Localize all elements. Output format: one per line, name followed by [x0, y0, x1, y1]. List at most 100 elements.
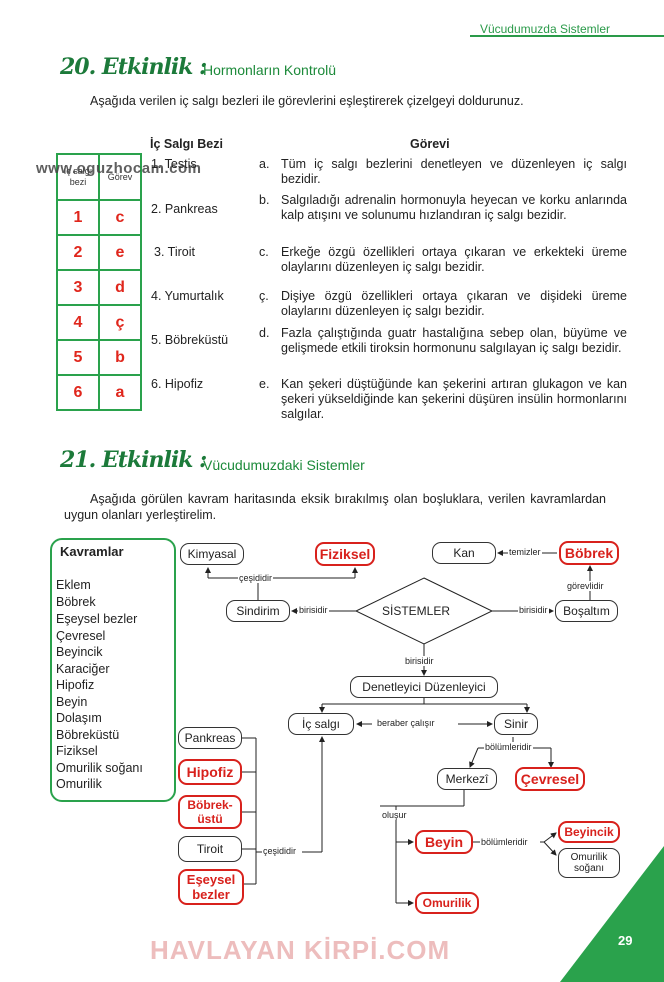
task-text: Kan şekeri düştüğünde kan şekerini artır…: [281, 377, 627, 421]
label-birisidir-down: birisidir: [404, 656, 435, 666]
header-title: Vücudumuzda Sistemler: [479, 22, 610, 36]
row-number: 1: [56, 199, 100, 236]
node-eseysel-text-1: Eşeysel: [186, 872, 236, 887]
label-olusur: oluşur: [381, 810, 408, 820]
col-gland-header: İç Salgı Bezi: [150, 137, 223, 151]
task-text: Fazla çalıştığında guatr hastalığına seb…: [281, 326, 627, 355]
concept-item: Omurilik soğanı: [56, 761, 143, 775]
activity-20-instruction: Aşağıda verilen iç salgı bezleri ile gör…: [90, 94, 524, 108]
row-number: 4: [56, 304, 100, 341]
task-text: Salgıladığı adrenalin hormonuyla heyecan…: [281, 193, 627, 222]
label-temizler: temizler: [508, 547, 542, 557]
node-ic-salgi: İç salgı: [288, 713, 354, 735]
page-number: 29: [618, 933, 633, 948]
task-letter: c.: [259, 245, 269, 259]
gland-item: 5. Böbreküstü: [151, 333, 229, 347]
col-task-header: Görevi: [410, 137, 450, 151]
gland-item: 6. Hipofiz: [151, 377, 204, 391]
label-cesididir-top: çeşididir: [238, 573, 274, 583]
node-denetleyici-duzenleyici: Denetleyici Düzenleyici: [350, 676, 498, 698]
concept-item: Karaciğer: [56, 662, 110, 676]
node-eseysel-text-2: bezler: [192, 887, 230, 902]
node-omurilik-sogani-text-1: Omurilik: [570, 852, 608, 863]
brand-watermark: HAVLAYAN KİRPİ.COM: [150, 935, 451, 965]
node-omurilik-sogani: Omurilik soğanı: [558, 848, 620, 878]
activity-20-number: 20. Etkinlik :: [60, 54, 207, 80]
node-sindirim: Sindirim: [226, 600, 290, 622]
node-sistemler: SİSTEMLER: [382, 604, 451, 618]
activity-20-title: Hormonların Kontrolü: [203, 62, 337, 78]
label-beraber-calisir: beraber çalışır: [376, 718, 436, 728]
label-gorevlidir: görevlidir: [566, 581, 605, 591]
node-omurilik[interactable]: Omurilik: [415, 892, 479, 914]
label-birisidir-left: birisidir: [298, 605, 329, 615]
node-bobrekustu[interactable]: Böbrek- üstü: [178, 795, 242, 829]
concept-item: Eklem: [56, 578, 91, 592]
row-answer[interactable]: c: [98, 199, 142, 236]
label-bolumleridir-2: bölümleridir: [480, 837, 529, 847]
task-letter: e.: [259, 377, 270, 391]
table-head-gland: İç salgı bezi: [56, 153, 100, 201]
page-corner: [560, 846, 664, 982]
row-number: 2: [56, 234, 100, 271]
task-letter: a.: [259, 157, 270, 171]
task-letter: ç.: [259, 289, 269, 303]
gland-item: 4. Yumurtalık: [151, 289, 224, 303]
corner-decoration: [612, 35, 664, 37]
node-fiziksel-text: Fiziksel: [319, 545, 371, 562]
node-hipofiz-text: Hipofiz: [186, 763, 234, 780]
task-letter: d.: [259, 326, 270, 340]
table-head-task: Görev: [98, 153, 142, 201]
row-answer[interactable]: a: [98, 374, 142, 411]
node-cevresel[interactable]: Çevresel: [515, 767, 585, 791]
task-letter: b.: [259, 193, 270, 207]
node-eseysel-bezler[interactable]: Eşeysel bezler: [178, 869, 244, 905]
node-hipofiz[interactable]: Hipofiz: [178, 759, 242, 785]
row-number: 6: [56, 374, 100, 411]
header-line: [470, 35, 664, 37]
row-answer[interactable]: e: [98, 234, 142, 271]
node-fiziksel[interactable]: Fiziksel: [315, 542, 375, 566]
concept-item: Dolaşım: [56, 711, 102, 725]
concepts-box: [50, 538, 176, 802]
row-answer[interactable]: d: [98, 269, 142, 306]
concept-item: Hipofiz: [56, 678, 95, 692]
activity-21-instruction: Aşağıda görülen kavram haritasında eksik…: [64, 492, 606, 522]
gland-item: 1. Testis: [151, 157, 197, 171]
concepts-title: Kavramlar: [60, 544, 124, 559]
node-bobrek-text: Böbrek: [564, 544, 614, 561]
node-tiroit: Tiroit: [178, 836, 242, 862]
row-answer[interactable]: ç: [98, 304, 142, 341]
concept-item: Fiziksel: [56, 744, 98, 758]
concept-item: Böbrek: [56, 595, 96, 609]
concept-item: Eşeysel bezler: [56, 612, 138, 626]
concept-item: Omurilik: [56, 777, 102, 791]
row-answer[interactable]: b: [98, 339, 142, 376]
concept-item: Çevresel: [56, 629, 106, 643]
node-beyincik[interactable]: Beyincik: [558, 821, 620, 843]
node-omurilik-sogani-text-2: soğanı: [573, 863, 605, 874]
node-omurilik-text: Omurilik: [422, 895, 472, 910]
row-number: 3: [56, 269, 100, 306]
concept-item: Beyincik: [56, 645, 103, 659]
watermark-text: www.oguzhocam.com: [36, 160, 202, 177]
task-text: Erkeğe özgü özellikleri ortaya çıkaran v…: [281, 245, 627, 274]
node-bobrek[interactable]: Böbrek: [559, 541, 619, 565]
node-bosaltim: Boşaltım: [555, 600, 618, 622]
concept-item: Böbreküstü: [56, 728, 120, 742]
node-beyincik-text: Beyincik: [564, 824, 614, 839]
activity-21-number: 21. Etkinlik :: [60, 447, 207, 473]
node-beyin[interactable]: Beyin: [415, 830, 473, 854]
label-birisidir-right: birisidir: [518, 605, 549, 615]
node-bobrekustu-text-1: Böbrek-: [187, 798, 233, 812]
activity-21-title: Vücudumuzdaki Sistemler: [203, 457, 365, 473]
node-kimyasal: Kimyasal: [180, 543, 244, 565]
sistemler-diamond: [354, 577, 494, 645]
gland-item: 2. Pankreas: [151, 202, 218, 216]
